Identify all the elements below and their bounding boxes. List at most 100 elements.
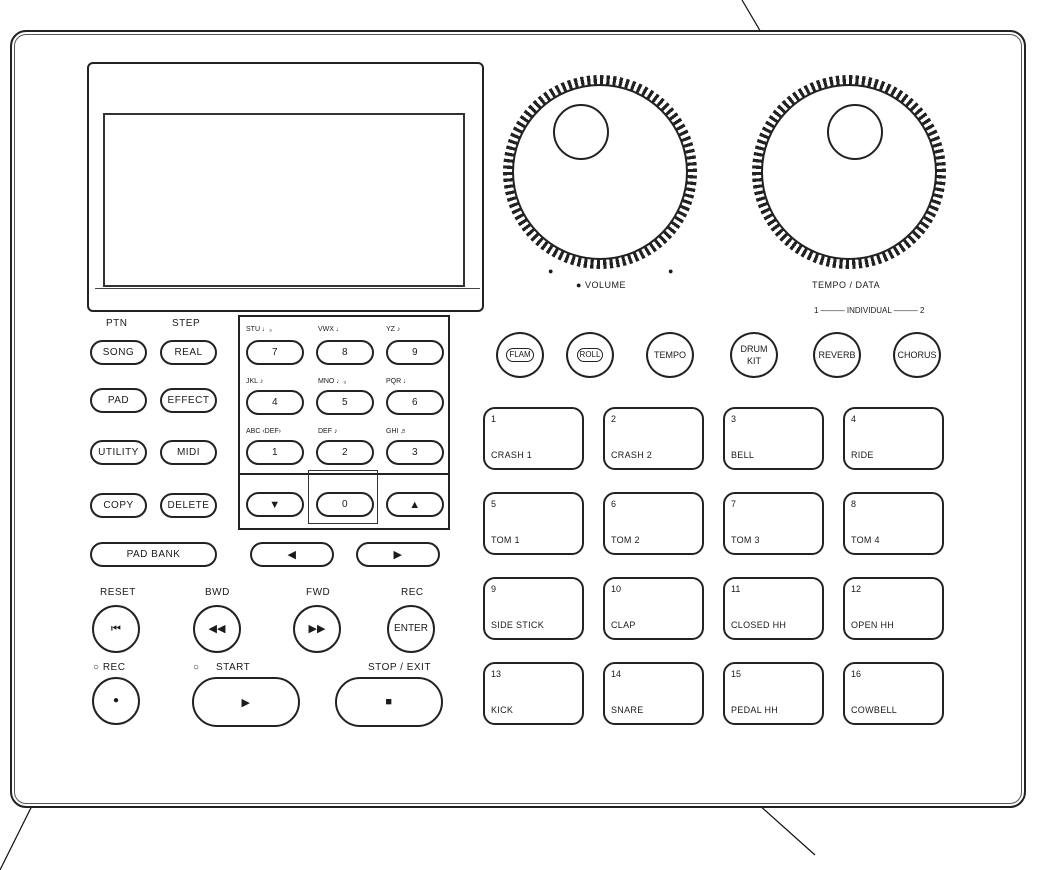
pad-name: CRASH 2: [611, 450, 653, 460]
pad-number: 11: [731, 584, 741, 594]
delete-button[interactable]: DELETE: [160, 493, 217, 518]
pad-name: BELL: [731, 450, 755, 460]
rec-label: REC: [401, 587, 424, 598]
effect-button[interactable]: EFFECT: [160, 388, 217, 413]
volume-knob-face: [512, 84, 688, 260]
pad-name: TOM 1: [491, 535, 520, 545]
key-legend: STU ♩₃: [246, 326, 272, 333]
flam-button-label: FLAM: [506, 348, 534, 362]
key-5[interactable]: 5: [316, 390, 374, 415]
flam-button[interactable]: FLAM: [496, 332, 544, 378]
roll-button[interactable]: ROLL: [566, 332, 614, 378]
numeric-keypad: [238, 315, 450, 475]
drum-kit-button[interactable]: DRUM KIT: [730, 332, 778, 378]
chorus-button[interactable]: CHORUS: [893, 332, 941, 378]
pad-number: 12: [851, 584, 862, 594]
key-legend: JKL ♪: [246, 378, 264, 385]
key-9[interactable]: 9: [386, 340, 444, 365]
key-legend: ABC ‹DEF›: [246, 428, 281, 435]
pad-number: 6: [611, 499, 617, 509]
pad-name: TOM 3: [731, 535, 760, 545]
reverb-button[interactable]: REVERB: [813, 332, 861, 378]
tempo-data-knob-face: [761, 84, 937, 260]
pad-number: 1: [491, 414, 497, 424]
keypad-zero-frame: [308, 470, 378, 524]
pad-number: 8: [851, 499, 857, 509]
pad-name: CRASH 1: [491, 450, 533, 460]
pad-number: 13: [491, 669, 502, 679]
arrow-left-button[interactable]: ◀: [250, 542, 334, 567]
start-led-label: ○ START: [193, 662, 251, 673]
volume-label-text: VOLUME: [584, 280, 626, 290]
bwd-button[interactable]: ◀◀: [193, 605, 241, 653]
pad-number: 15: [731, 669, 742, 679]
pad-name: TOM 2: [611, 535, 640, 545]
step-label: STEP: [172, 318, 201, 329]
key-4[interactable]: 4: [246, 390, 304, 415]
arrow-right-button[interactable]: ▶: [356, 542, 440, 567]
key-legend: MNO ♩₃: [318, 378, 347, 385]
pad-name: CLOSED HH: [731, 620, 787, 630]
tempo-button[interactable]: TEMPO: [646, 332, 694, 378]
pad-button[interactable]: PAD: [90, 388, 147, 413]
enter-button[interactable]: ENTER: [387, 605, 435, 653]
pad-number: 10: [611, 584, 622, 594]
tempo-data-knob[interactable]: [752, 75, 946, 269]
tempo-data-knob-grip: [827, 104, 883, 160]
utility-button[interactable]: UTILITY: [90, 440, 147, 465]
start-button[interactable]: ▶: [192, 677, 300, 727]
reset-button[interactable]: ⏮: [92, 605, 140, 653]
pad-name: SNARE: [611, 705, 644, 715]
fwd-label: FWD: [306, 587, 331, 598]
pad-number: 14: [611, 669, 622, 679]
volume-knob[interactable]: [503, 75, 697, 269]
pad-number: 3: [731, 414, 737, 424]
key-2[interactable]: 2: [316, 440, 374, 465]
pad-number: 2: [611, 414, 617, 424]
individual-label: 1 ——— INDIVIDUAL ——— 2: [814, 306, 925, 315]
key-6[interactable]: 6: [386, 390, 444, 415]
song-button[interactable]: SONG: [90, 340, 147, 365]
key-7[interactable]: 7: [246, 340, 304, 365]
key-legend: PQR ♩: [386, 378, 411, 385]
key-1[interactable]: 1: [246, 440, 304, 465]
key-8[interactable]: 8: [316, 340, 374, 365]
roll-button-label: ROLL: [576, 348, 604, 362]
real-button[interactable]: REAL: [160, 340, 217, 365]
key-0[interactable]: 0: [316, 492, 374, 517]
stop-exit-button[interactable]: ■: [335, 677, 443, 727]
pad-number: 7: [731, 499, 737, 509]
arrow-up-button[interactable]: ▲: [386, 492, 444, 517]
fwd-button[interactable]: ▶▶: [293, 605, 341, 653]
pad-name: OPEN HH: [851, 620, 895, 630]
pad-number: 16: [851, 669, 862, 679]
volume-dot-left: ●: [548, 266, 554, 276]
copy-button[interactable]: COPY: [90, 493, 147, 518]
key-3[interactable]: 3: [386, 440, 444, 465]
keypad-lower-frame: [238, 474, 450, 530]
midi-button[interactable]: MIDI: [160, 440, 217, 465]
tempo-data-label: TEMPO / DATA: [812, 280, 881, 290]
lcd-display-lip: [95, 288, 480, 303]
start-label-text: START: [215, 662, 251, 673]
rec-led-text: REC: [102, 662, 126, 673]
arrow-down-button[interactable]: ▼: [246, 492, 304, 517]
rec-button[interactable]: ●: [92, 677, 140, 725]
pad-bank-button[interactable]: PAD BANK: [90, 542, 217, 567]
